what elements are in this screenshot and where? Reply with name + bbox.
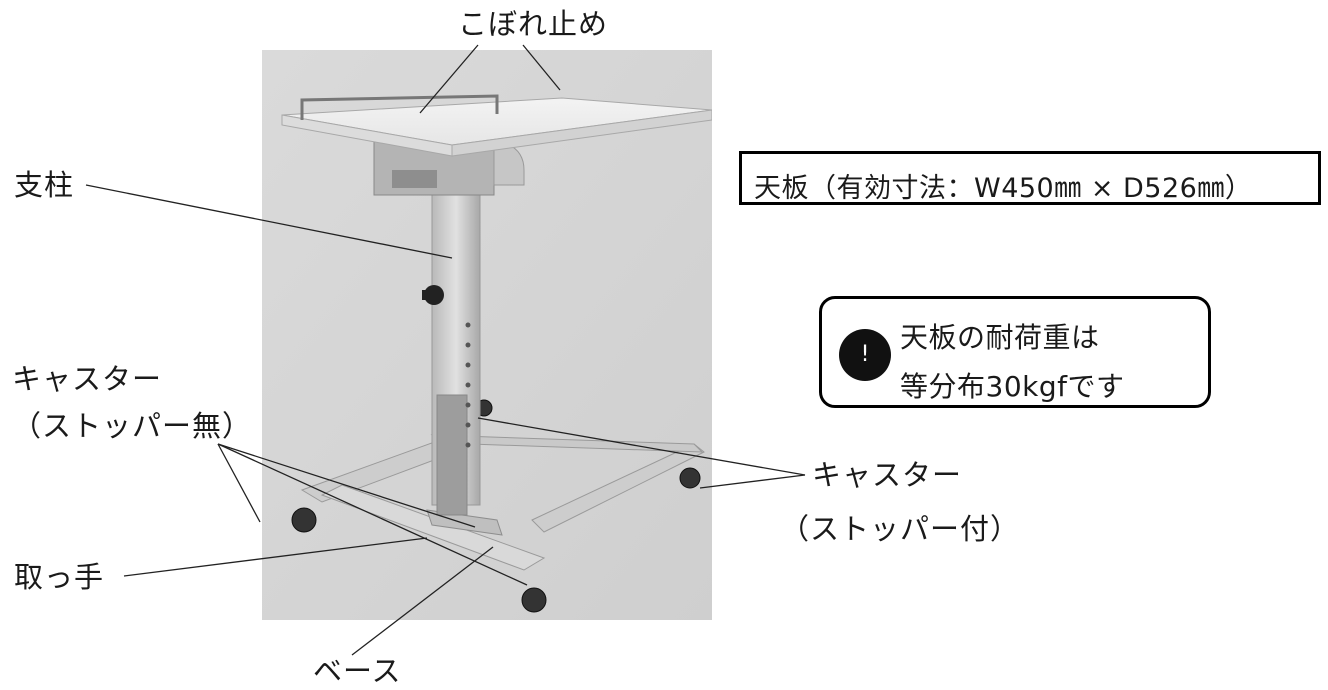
column-label: 支柱 bbox=[14, 168, 75, 202]
notice-line-2: 等分布30kgfです bbox=[900, 370, 1125, 403]
tabletop bbox=[281, 94, 712, 157]
caster-no-stopper-label-line1: キャスター bbox=[12, 362, 163, 396]
caster-no-stopper-label-line2: （ストッパー無） bbox=[12, 409, 253, 443]
product-photo bbox=[262, 50, 712, 620]
base-label: ベース bbox=[313, 654, 402, 688]
caster-stopper-label-line2: （ストッパー付） bbox=[780, 512, 1021, 546]
notice-line-1: 天板の耐荷重は bbox=[900, 321, 1100, 354]
spill-guard-label: こぼれ止め bbox=[458, 7, 609, 41]
load-capacity-notice: ! 天板の耐荷重は 等分布30kgfです bbox=[819, 296, 1211, 408]
handle-label: 取っ手 bbox=[14, 560, 105, 594]
top-plate-dimension-box: 天板（有効寸法：W450㎜ × D526㎜） bbox=[739, 151, 1321, 205]
top-plate-dimension-text: 天板（有効寸法：W450㎜ × D526㎜） bbox=[754, 173, 1253, 204]
caster-stopper-label-line1: キャスター bbox=[812, 458, 963, 492]
exclamation-icon: ! bbox=[839, 329, 891, 381]
